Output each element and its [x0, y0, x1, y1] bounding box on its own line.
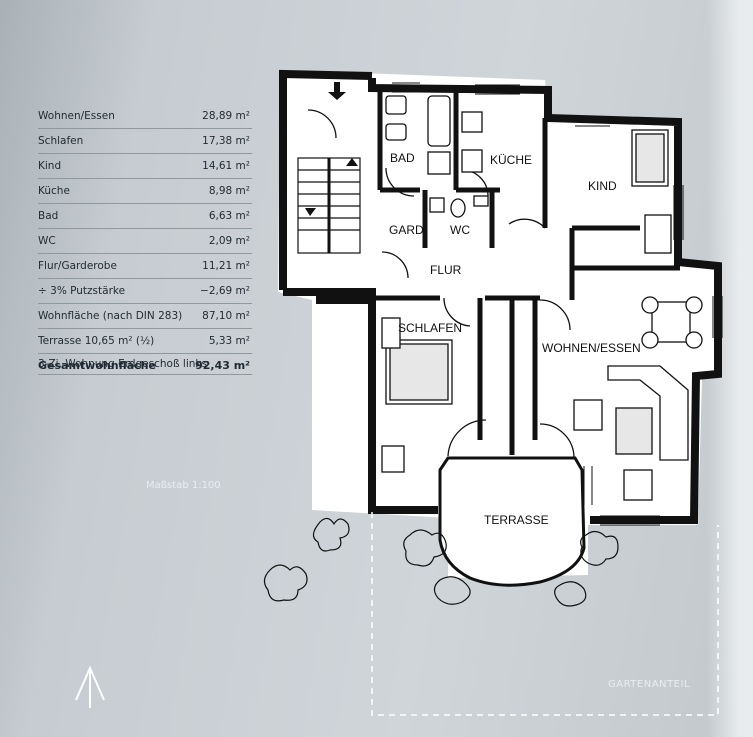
area-label: ÷ 3% Putzstärke	[38, 285, 126, 297]
area-row: Schlafen 17,38 m²	[38, 129, 252, 154]
shrubs	[263, 517, 619, 607]
fixtures	[385, 95, 489, 218]
area-value: 17,38 m²	[202, 135, 250, 147]
area-row: Kind 14,61 m²	[38, 154, 252, 179]
inner-walls	[376, 88, 680, 455]
area-value: 28,89 m²	[202, 110, 250, 122]
area-value: 2,09 m²	[208, 235, 250, 247]
area-label: Flur/Garderobe	[38, 260, 117, 272]
area-row: Terrasse 10,65 m² (½) 5,33 m²	[38, 329, 252, 354]
area-label: Wohnfläche (nach DIN 283)	[38, 310, 183, 322]
north-arrow-icon	[75, 665, 105, 708]
area-label: Küche	[38, 185, 70, 197]
area-row: Wohnen/Essen 28,89 m²	[38, 104, 252, 129]
scale-note: Maßstab 1:100	[146, 480, 221, 491]
room-label-kueche: KÜCHE	[490, 153, 532, 167]
area-table: Wohnen/Essen 28,89 m² Schlafen 17,38 m² Ki…	[38, 104, 252, 376]
room-label-wohnen: WOHNEN/ESSEN	[542, 341, 641, 355]
area-value: 5,33 m²	[208, 335, 250, 347]
area-row: Flur/Garderobe 11,21 m²	[38, 254, 252, 279]
total-label: Gesamtwohnfläche	[38, 359, 156, 372]
area-value: 11,21 m²	[202, 260, 250, 272]
area-value: 6,63 m²	[208, 210, 250, 222]
area-label: Terrasse 10,65 m² (½)	[38, 335, 155, 347]
area-label: Schlafen	[38, 135, 84, 147]
room-label-bad: BAD	[390, 151, 415, 165]
total-value: 92,43 m²	[195, 359, 250, 372]
area-row: Wohnfläche (nach DIN 283) 87,10 m²	[38, 304, 252, 329]
area-total-row: Gesamtwohnfläche 92,43 m²	[38, 354, 252, 376]
stair-arrow-icon	[305, 82, 358, 216]
area-value: 14,61 m²	[202, 160, 250, 172]
area-row: WC 2,09 m²	[38, 229, 252, 254]
door-swings	[307, 109, 575, 459]
windows	[392, 82, 723, 526]
terrace-outline	[438, 456, 586, 587]
room-label-schlafen: SCHLAFEN	[398, 321, 462, 335]
room-label-terrasse: TERRASSE	[484, 513, 549, 527]
room-label-flur: FLUR	[430, 263, 462, 277]
apartment-subtitle: 3-Zi.-Wohnung Erdgeschoß links	[38, 358, 252, 375]
area-value: −2,69 m²	[200, 285, 250, 297]
area-value: 8,98 m²	[208, 185, 250, 197]
area-label: Kind	[38, 160, 62, 172]
area-row: Küche 8,98 m²	[38, 179, 252, 204]
area-label: WC	[38, 235, 56, 247]
area-label: Bad	[38, 210, 59, 222]
staircase	[297, 157, 361, 254]
room-label-wc: WC	[450, 223, 470, 237]
area-label: Wohnen/Essen	[38, 110, 115, 122]
garden-boundary	[371, 512, 719, 716]
outer-walls	[279, 69, 722, 524]
room-label-kind: KIND	[588, 179, 617, 193]
furniture	[381, 129, 703, 501]
area-value: 87,10 m²	[202, 310, 250, 322]
garden-note: GARTENANTEIL	[608, 679, 690, 690]
room-label-gard: GARD.	[389, 223, 427, 237]
area-row: Bad 6,63 m²	[38, 204, 252, 229]
area-row: ÷ 3% Putzstärke −2,69 m²	[38, 279, 252, 304]
